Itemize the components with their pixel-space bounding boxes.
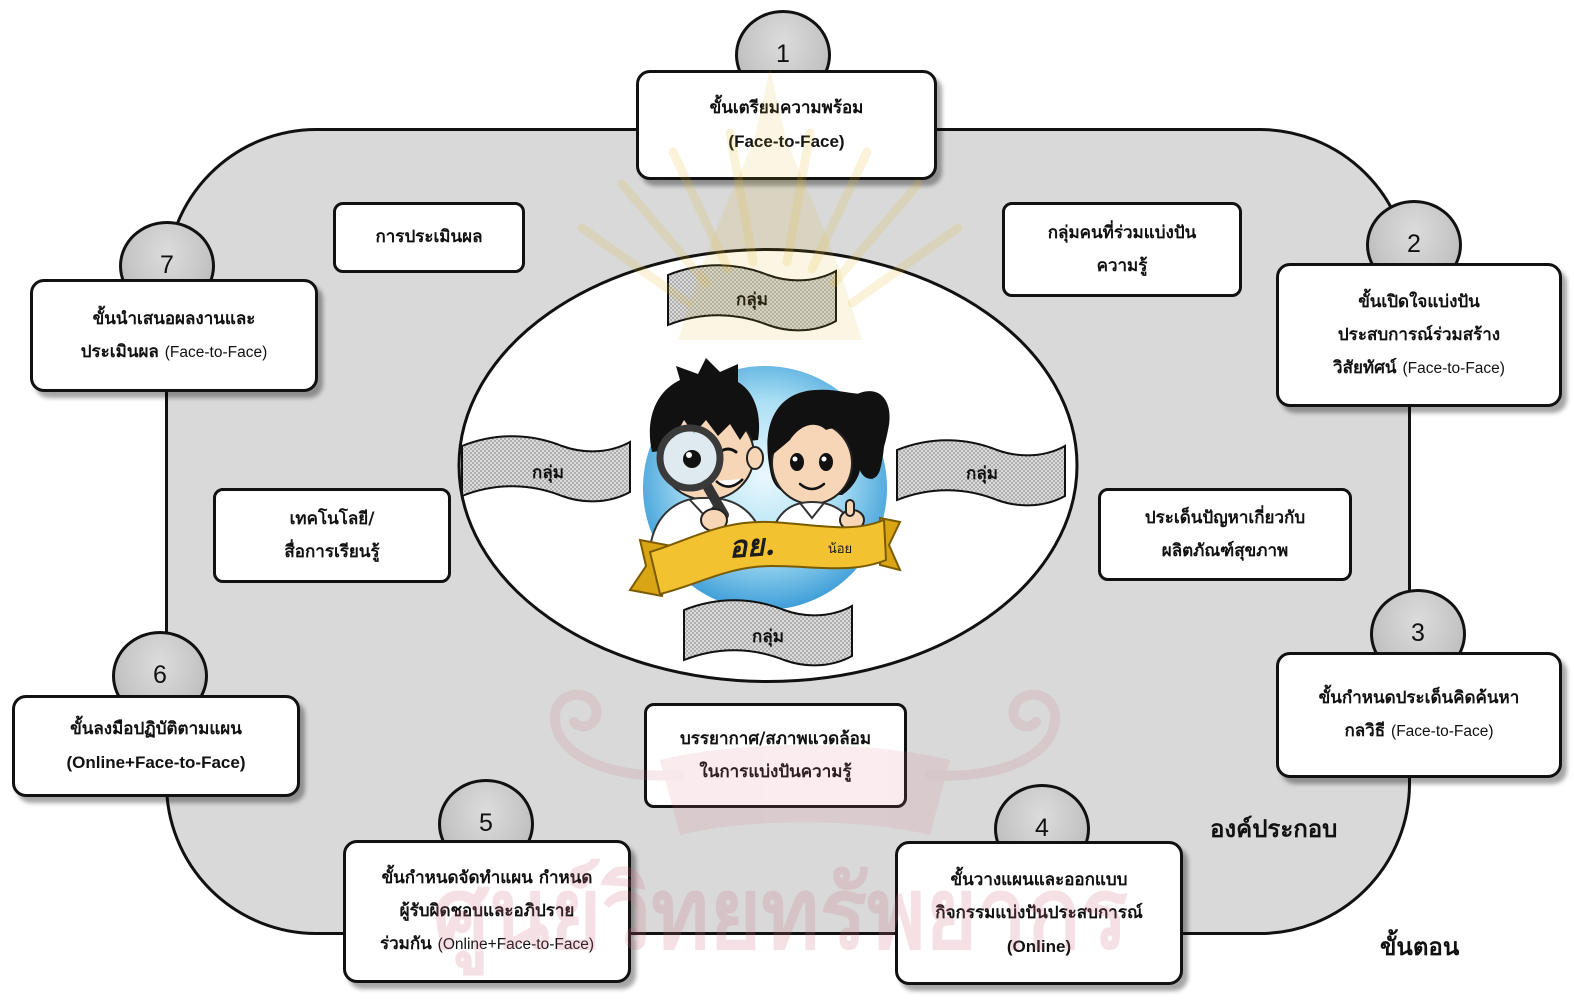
logo-boy <box>648 358 767 549</box>
group-banner-bottom: กลุ่ม <box>683 599 853 667</box>
logo-text-main: อย. <box>728 527 776 565</box>
component-technology-media: เทคโนโลยี/ สื่อการเรียนรู้ <box>213 488 451 583</box>
group-banner-right: กลุ่ม <box>896 439 1066 507</box>
step-title-line: ประสบการณ์ร่วมสร้าง <box>1337 324 1501 345</box>
step-5-box: ขั้นกำหนดจัดทำแผน กำหนด ผู้รับผิดชอบและอ… <box>343 840 631 983</box>
step-title-text: วิสัยทัศน์ <box>1333 357 1397 378</box>
step-title-line-with-mode: วิสัยทัศน์ (Face-to-Face) <box>1333 352 1505 385</box>
step-title-line-with-mode: ร่วมกัน (Online+Face-to-Face) <box>380 928 594 961</box>
logo: อย. น้อย <box>628 358 902 610</box>
step-title-line: ขั้นลงมือปฏิบัติตามแผน <box>70 719 242 739</box>
step-title-line: กิจกรรมแบ่งปันประสบการณ์ <box>935 902 1143 923</box>
component-sharing-group: กลุ่มคนที่ร่วมแบ่งปัน ความรู้ <box>1002 202 1242 297</box>
group-label: กลุ่ม <box>752 627 784 647</box>
step-title-text: กลวิธี <box>1344 721 1386 741</box>
step-1-box: ขั้นเตรียมความพร้อม (Face-to-Face) <box>636 70 937 180</box>
component-line: สื่อการเรียนรู้ <box>284 541 380 562</box>
group-label: กลุ่ม <box>736 290 768 310</box>
step-title-line: ขั้นนำเสนอผลงานและ <box>92 308 256 329</box>
step-2-box: ขั้นเปิดใจแบ่งปัน ประสบการณ์ร่วมสร้าง วิ… <box>1276 263 1562 407</box>
component-line: ผลิตภัณฑ์สุขภาพ <box>1161 540 1289 561</box>
component-line: กลุ่มคนที่ร่วมแบ่งปัน <box>1047 222 1197 243</box>
step-7-box: ขั้นนำเสนอผลงานและ ประเมินผล (Face-to-Fa… <box>30 279 318 392</box>
step-3-box: ขั้นกำหนดประเด็นคิดค้นหา กลวิธี (Face-to… <box>1276 652 1562 778</box>
step-number: 7 <box>160 251 174 279</box>
component-health-product-issues: ประเด็นปัญหาเกี่ยวกับ ผลิตภัณฑ์สุขภาพ <box>1098 488 1352 581</box>
step-number: 3 <box>1411 619 1425 647</box>
group-label: กลุ่ม <box>532 463 564 483</box>
step-number: 4 <box>1035 814 1049 842</box>
logo-girl <box>767 389 890 549</box>
step-mode: (Face-to-Face) <box>728 132 845 151</box>
step-number: 6 <box>153 661 167 689</box>
step-title-text: ร่วมกัน <box>379 934 432 954</box>
logo-ribbon: อย. น้อย <box>628 516 902 598</box>
component-line: ประเด็นปัญหาเกี่ยวกับ <box>1144 507 1306 528</box>
step-title-line: ขั้นเปิดใจแบ่งปัน <box>1358 291 1480 312</box>
step-title-text: ประเมินผล <box>80 341 159 362</box>
step-number: 2 <box>1407 230 1421 258</box>
step-mode: (Face-to-Face) <box>164 343 268 361</box>
logo-text-sub: น้อย <box>828 542 852 557</box>
step-title-line-with-mode: กลวิธี (Face-to-Face) <box>1344 715 1493 748</box>
component-line: ความรู้ <box>1096 255 1148 276</box>
step-mode: (Online+Face-to-Face) <box>66 753 246 772</box>
component-line: การประเมินผล <box>375 227 483 247</box>
step-mode: (Face-to-Face) <box>1391 723 1494 740</box>
step-title-line: ขั้นวางแผนและออกแบบ <box>950 869 1128 890</box>
step-mode: (Online) <box>1006 936 1072 956</box>
group-banner-left: กลุ่ม <box>461 435 631 503</box>
step-title-line-with-mode: ประเมินผล (Face-to-Face) <box>81 336 268 369</box>
component-line: เทคโนโลยี/ <box>289 508 375 529</box>
steps-heading: ขั้นตอน <box>1380 933 1460 961</box>
step-6-box: ขั้นลงมือปฏิบัติตามแผน (Online+Face-to-F… <box>12 695 300 797</box>
component-evaluation: การประเมินผล <box>333 202 525 273</box>
components-heading: องค์ประกอบ <box>1210 815 1338 843</box>
step-title-line: ขั้นกำหนดประเด็นคิดค้นหา <box>1318 688 1520 708</box>
step-mode: (Online+Face-to-Face) <box>437 936 595 953</box>
step-mode: (Face-to-Face) <box>1402 359 1505 377</box>
step-title-line: ขั้นกำหนดจัดทำแผน กำหนด <box>381 868 593 888</box>
group-label: กลุ่ม <box>966 464 998 484</box>
step-number: 1 <box>776 40 790 68</box>
group-banner-top: กลุ่ม <box>667 264 837 332</box>
step-title-line: ผู้รับผิดชอบและอภิปราย <box>399 901 575 921</box>
component-line: ในการแบ่งปันความรู้ <box>699 761 852 782</box>
magnifying-glass-icon <box>656 424 724 492</box>
step-number: 5 <box>479 809 493 837</box>
component-line: บรรยากาศ/สภาพแวดล้อม <box>679 728 872 749</box>
component-environment: บรรยากาศ/สภาพแวดล้อม ในการแบ่งปันความรู้ <box>644 703 907 808</box>
step-title-line: ขั้นเตรียมความพร้อม <box>709 98 864 118</box>
step-4-box: ขั้นวางแผนและออกแบบ กิจกรรมแบ่งปันประสบก… <box>895 841 1183 985</box>
